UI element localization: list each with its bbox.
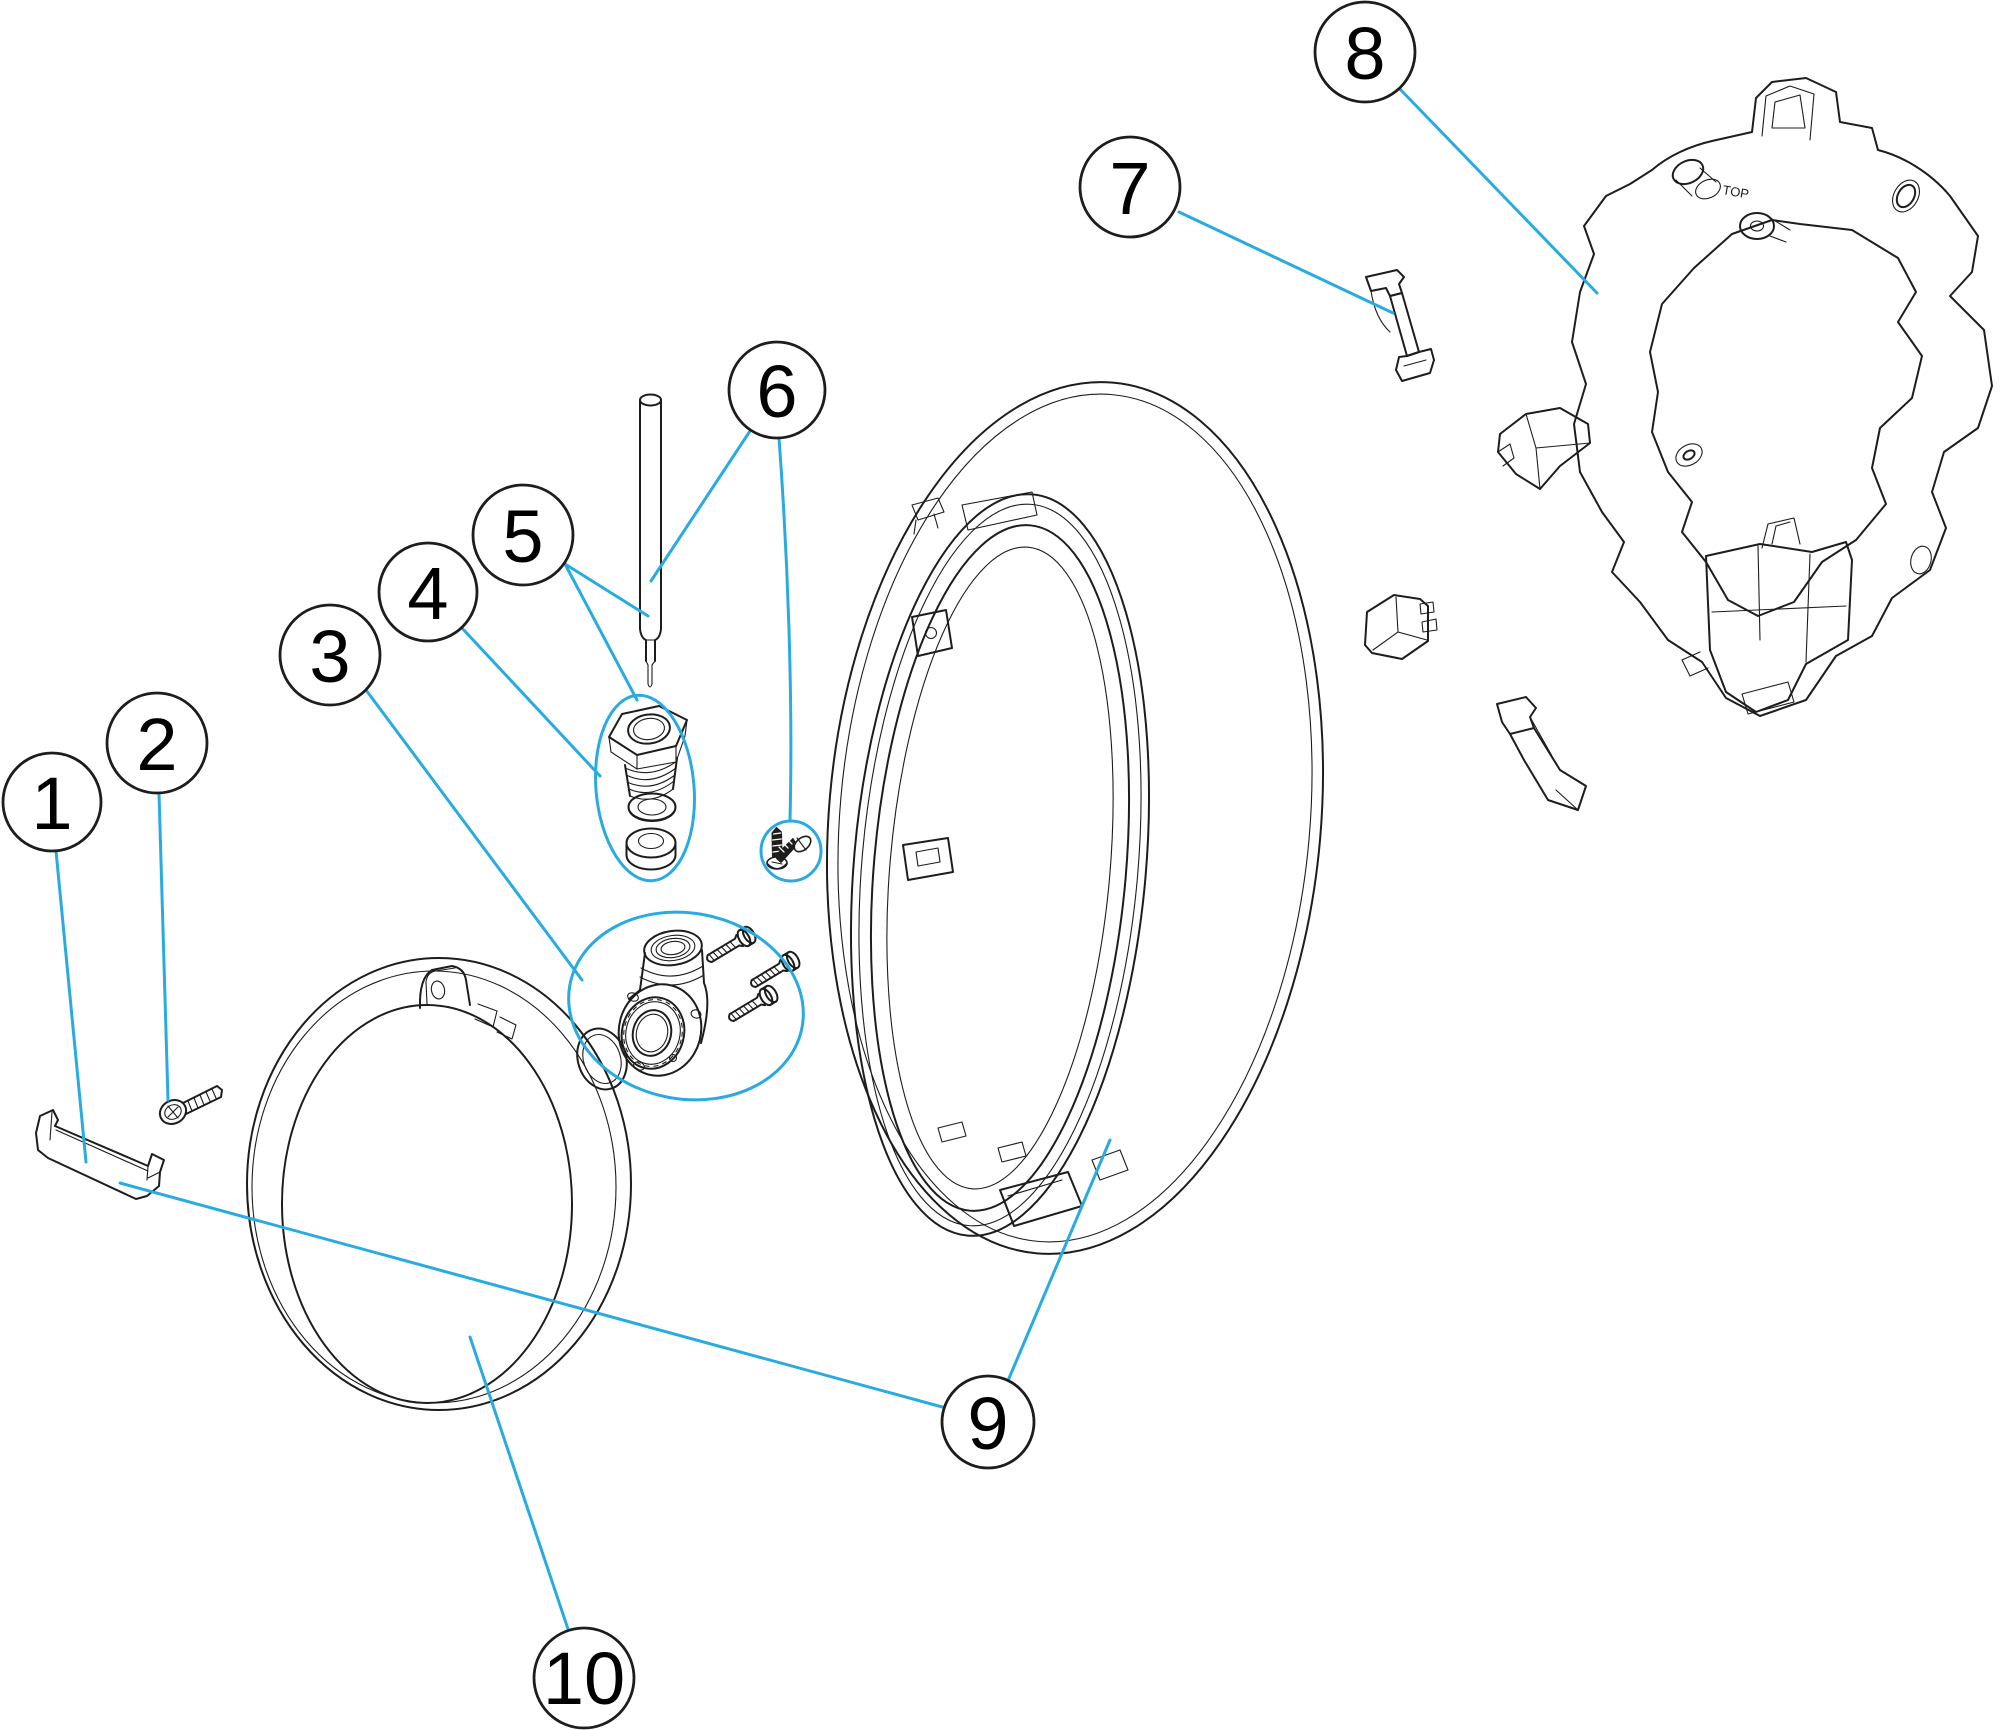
leader-1 [54,849,88,1164]
leader-4 [459,625,602,778]
callout-5: 5 [471,483,575,587]
bezel-ring-part [825,381,1325,1255]
callout-8: 8 [1313,0,1417,104]
leader-9b [118,1181,948,1410]
leader-2 [157,791,170,1102]
callout-7: 7 [1078,135,1182,239]
group-ellipse-nut [594,693,696,883]
end-cap-clip-part [35,1109,165,1200]
callout-6-number: 6 [756,350,797,433]
callout-4-number: 4 [407,552,448,635]
leader-6b [777,436,793,822]
callout-9-number: 9 [967,1382,1008,1465]
latch-clip-a [1497,407,1591,490]
leader-3 [364,688,584,982]
callout-9: 9 [940,1374,1036,1470]
inner-housing-ring [869,491,1131,1227]
callout-6: 6 [727,340,827,440]
lens-ring-part [246,957,632,1411]
mounting-bracket-part: TOP [1571,77,1993,717]
callout-5-number: 5 [502,495,543,578]
rod-part [639,393,662,688]
elbow-fitting-group [576,925,801,1091]
group-circle-screws [759,819,823,883]
leader-lines [54,84,1599,1631]
callout-8-number: 8 [1344,12,1385,95]
fixing-screw-part [158,1085,223,1125]
leader-5a [563,562,650,618]
callout-10: 10 [532,1626,636,1730]
callout-2: 2 [105,691,209,795]
callout-1-number: 1 [31,762,72,845]
group-ellipse-elbow [567,910,805,1102]
leader-5b [563,562,639,702]
callout-7-number: 7 [1109,147,1150,230]
terminal-block-part [1364,594,1438,660]
leader-6a [649,429,752,583]
latch-clip-b [1496,696,1587,811]
leader-8 [1395,84,1599,295]
callouts: 1 2 3 4 5 6 7 8 [1,0,1417,1730]
gland-nut-washer-group [608,705,688,871]
elbow-screw [728,984,779,1023]
callout-2-number: 2 [136,703,177,786]
callout-1: 1 [1,751,103,853]
callout-3-number: 3 [309,615,350,698]
bracket-top-marking: TOP [1721,182,1750,201]
callout-10-number: 10 [543,1637,625,1720]
retaining-clip-part [1365,269,1435,382]
screw-pair-part [766,827,812,870]
callout-3: 3 [278,603,382,707]
callout-4: 4 [377,541,479,643]
leader-7 [1177,210,1395,315]
leader-9a [1005,1138,1112,1385]
leader-10 [468,1335,570,1631]
elbow-screw [750,950,801,989]
